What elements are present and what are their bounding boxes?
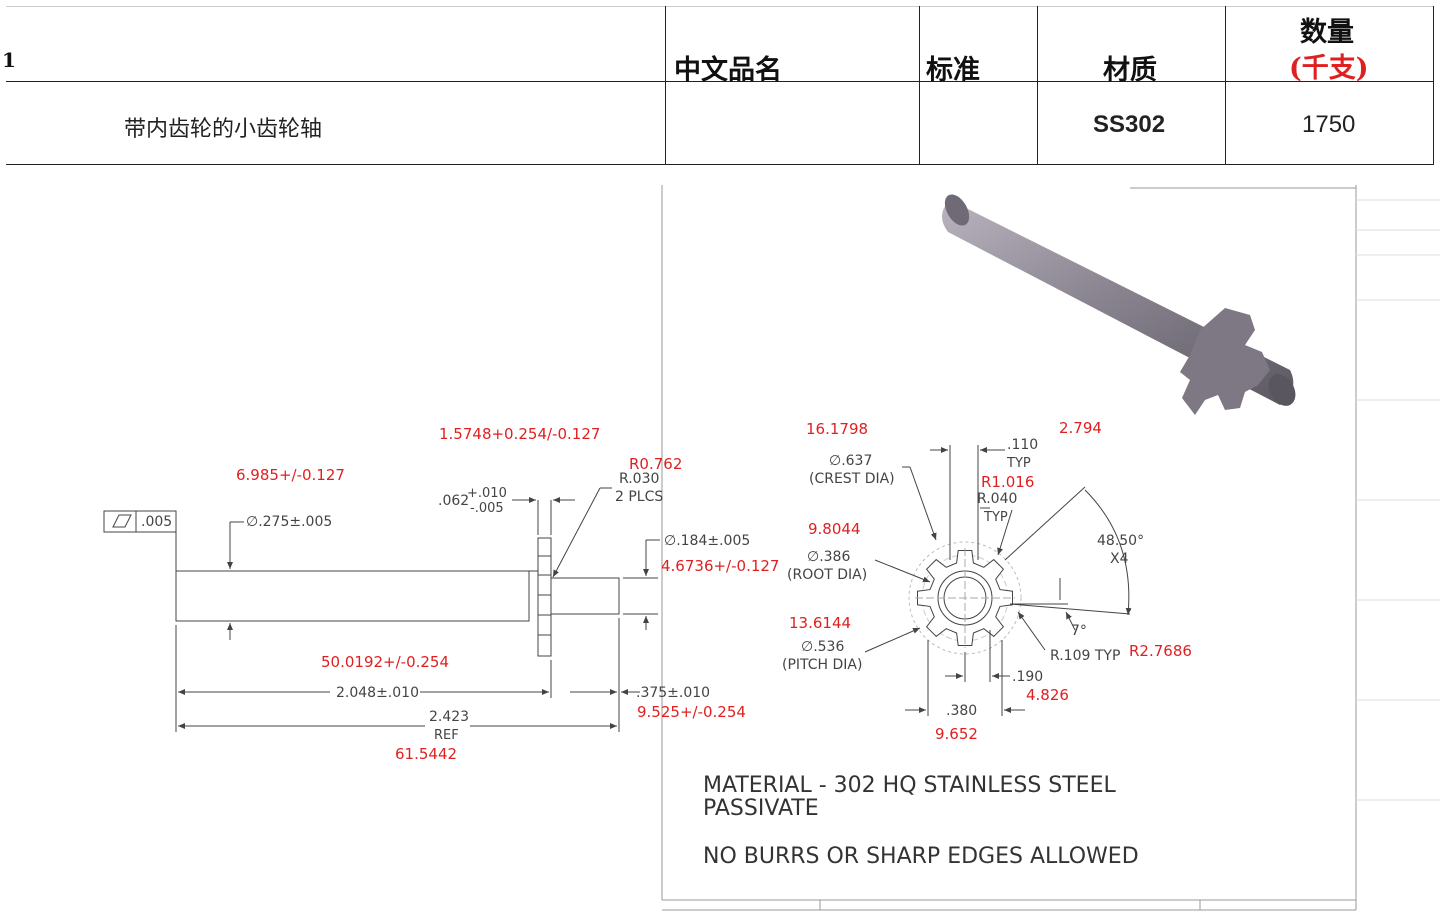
len-end-label[interactable]: .375±.010	[636, 685, 711, 701]
angle-count[interactable]: X4	[1110, 551, 1129, 567]
len-total-ref[interactable]: REF	[434, 728, 459, 743]
radius-plcs[interactable]: 2 PLCS	[615, 489, 664, 505]
draft-angle[interactable]: 7°	[1071, 623, 1087, 639]
annotation-end-dia[interactable]: 4.6736+/-0.127	[661, 557, 780, 575]
col-divider-1	[665, 6, 666, 165]
row-qty[interactable]: 1750	[1302, 111, 1356, 138]
tooth-width-typ[interactable]: TYP	[1007, 456, 1031, 471]
dim-190-label[interactable]: .190	[1012, 669, 1044, 685]
col-divider-4	[1225, 6, 1226, 165]
annotation-crest-dia[interactable]: 16.1798	[806, 420, 869, 438]
tooth-width-value[interactable]: .110	[1007, 437, 1039, 453]
annotation-dim-380[interactable]: 9.652	[935, 725, 978, 743]
note-material[interactable]: MATERIAL - 302 HQ STAINLESS STEEL	[703, 773, 1116, 798]
pitch-dia-label[interactable]: (PITCH DIA)	[782, 657, 863, 673]
header-qty-unit[interactable]: (千支)	[1289, 53, 1369, 84]
shaft-side-view	[175, 500, 658, 732]
radius-main[interactable]: R.030	[619, 471, 660, 487]
gear-dimension-lines	[864, 445, 1132, 716]
annotation-len-main[interactable]: 50.0192+/-0.254	[321, 653, 450, 671]
root-dia-value[interactable]: ∅.386	[807, 549, 851, 565]
annotation-collar-thk[interactable]: 1.5748+0.254/-0.127	[439, 425, 601, 443]
sheet-frame	[661, 185, 1440, 911]
root-dia-label[interactable]: (ROOT DIA)	[787, 567, 868, 583]
header-row-border	[6, 81, 1434, 82]
annotation-root-dia[interactable]: 9.8044	[808, 520, 861, 538]
col-divider-5	[1433, 6, 1434, 165]
row-description[interactable]: 带内齿轮的小齿轮轴	[124, 117, 323, 142]
gear-end-view	[908, 541, 1022, 655]
crest-dia-label[interactable]: (CREST DIA)	[809, 471, 895, 487]
annotation-radius[interactable]: R0.762	[629, 455, 683, 473]
dim-380-label[interactable]: .380	[946, 703, 978, 719]
shaft-dimension-lines	[103, 487, 660, 729]
shaft-dia-label[interactable]: ∅.275±.005	[246, 514, 333, 530]
annotation-len-total[interactable]: 61.5442	[395, 745, 458, 763]
row-material[interactable]: SS302	[1093, 111, 1166, 138]
annotation-shaft-dia[interactable]: 6.985+/-0.127	[236, 466, 345, 484]
col-divider-2	[919, 6, 920, 165]
len-main-label[interactable]: 2.048±.010	[336, 685, 419, 701]
collar-thk-plus[interactable]: +.010	[467, 486, 507, 501]
table-top-border	[6, 6, 1434, 7]
annotation-tooth-width[interactable]: 2.794	[1059, 419, 1102, 437]
collar-thk-main[interactable]: .062	[438, 493, 470, 509]
annotation-root-radius[interactable]: R2.7686	[1129, 642, 1192, 660]
tip-radius-typ[interactable]: TYP	[984, 510, 1008, 525]
annotation-tip-radius[interactable]: R1.016	[981, 473, 1035, 491]
annotation-len-end[interactable]: 9.525+/-0.254	[637, 703, 746, 721]
end-dia-label[interactable]: ∅.184±.005	[664, 533, 751, 549]
note-burrs[interactable]: NO BURRS OR SHARP EDGES ALLOWED	[703, 844, 1139, 869]
note-passivate[interactable]: PASSIVATE	[703, 796, 819, 821]
col-divider-3	[1037, 6, 1038, 165]
annotation-dim-190[interactable]: 4.826	[1026, 686, 1069, 704]
header-fragment[interactable]: 1	[2, 48, 16, 72]
root-radius-label[interactable]: R.109 TYP	[1050, 648, 1121, 664]
data-row-border	[6, 164, 1434, 165]
annotation-pitch-dia[interactable]: 13.6144	[789, 614, 852, 632]
crest-dia-value[interactable]: ∅.637	[829, 453, 873, 469]
flatness-value[interactable]: .005	[141, 514, 173, 530]
header-qty[interactable]: 数量	[1300, 17, 1354, 48]
tip-radius-value[interactable]: R.040	[977, 491, 1018, 507]
angle-value[interactable]: 48.50°	[1097, 533, 1145, 549]
pitch-dia-value[interactable]: ∅.536	[801, 639, 845, 655]
header-standard[interactable]: 标准	[926, 55, 980, 86]
len-total-label[interactable]: 2.423	[429, 709, 470, 725]
header-material[interactable]: 材质	[1103, 55, 1157, 86]
header-cn-name[interactable]: 中文品名	[674, 55, 782, 86]
part-3d-render	[941, 194, 1296, 415]
collar-thk-minus[interactable]: -.005	[470, 501, 504, 516]
